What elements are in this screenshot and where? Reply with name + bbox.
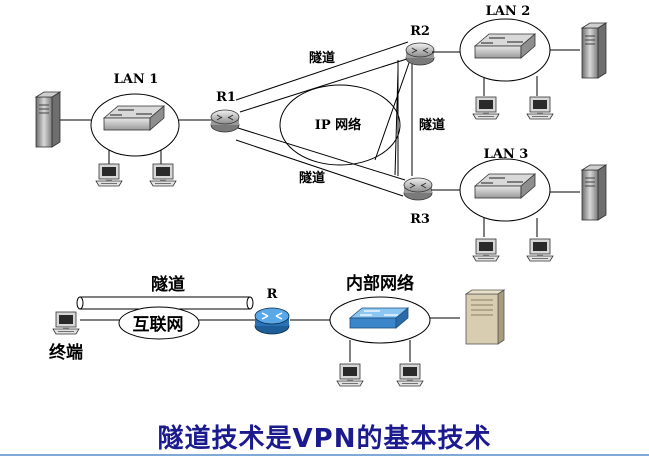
slide-caption: 隧道技术是VPN的基本技术: [157, 424, 492, 454]
lan3-server-icon: [581, 164, 607, 221]
router-r2-label: R2: [410, 24, 430, 39]
intranet-pc1-icon: [336, 363, 364, 387]
ip-network-label: IP 网络: [315, 117, 361, 133]
bottom-divider: [0, 454, 649, 456]
intranet-server-icon: [464, 289, 506, 345]
lan2-server-icon: [581, 22, 607, 79]
tunnel-label-top: 隧道: [309, 50, 335, 66]
lan2-pc2-icon: [526, 96, 554, 120]
router-r-label: R: [267, 287, 278, 302]
lan1-pc2-icon: [149, 163, 177, 187]
lan3-label: LAN 3: [484, 147, 529, 162]
intranet-pc2-icon: [396, 363, 424, 387]
intranet-switch-icon: [348, 307, 410, 329]
lan1-pc1-icon: [95, 163, 123, 187]
tunnel-label-right: 隧道: [419, 117, 445, 133]
lan1-label: LAN 1: [114, 72, 159, 87]
router-r1-label: R1: [216, 90, 236, 105]
lan1-server-icon: [35, 91, 61, 148]
ip-network-ellipse: [279, 84, 401, 166]
tunnel-label-bottom: 隧道: [299, 170, 325, 186]
lan3-pc2-icon: [526, 238, 554, 262]
router-r3-label: R3: [410, 212, 430, 227]
internet-ellipse: [118, 306, 200, 340]
router-r3-icon: [403, 177, 433, 201]
terminal-pc-icon: [52, 311, 80, 335]
bottom-tunnel-label: 隧道: [151, 274, 185, 295]
intranet-label: 内部网络: [346, 273, 414, 294]
lan2-label: LAN 2: [486, 4, 531, 19]
terminal-label: 终端: [49, 342, 83, 363]
internet-label: 互联网: [133, 315, 184, 335]
router-r1-icon: [210, 109, 240, 133]
router-r2-icon: [405, 42, 435, 66]
lan2-pc1-icon: [472, 96, 500, 120]
lan3-pc1-icon: [472, 238, 500, 262]
router-r-icon: [254, 307, 290, 335]
